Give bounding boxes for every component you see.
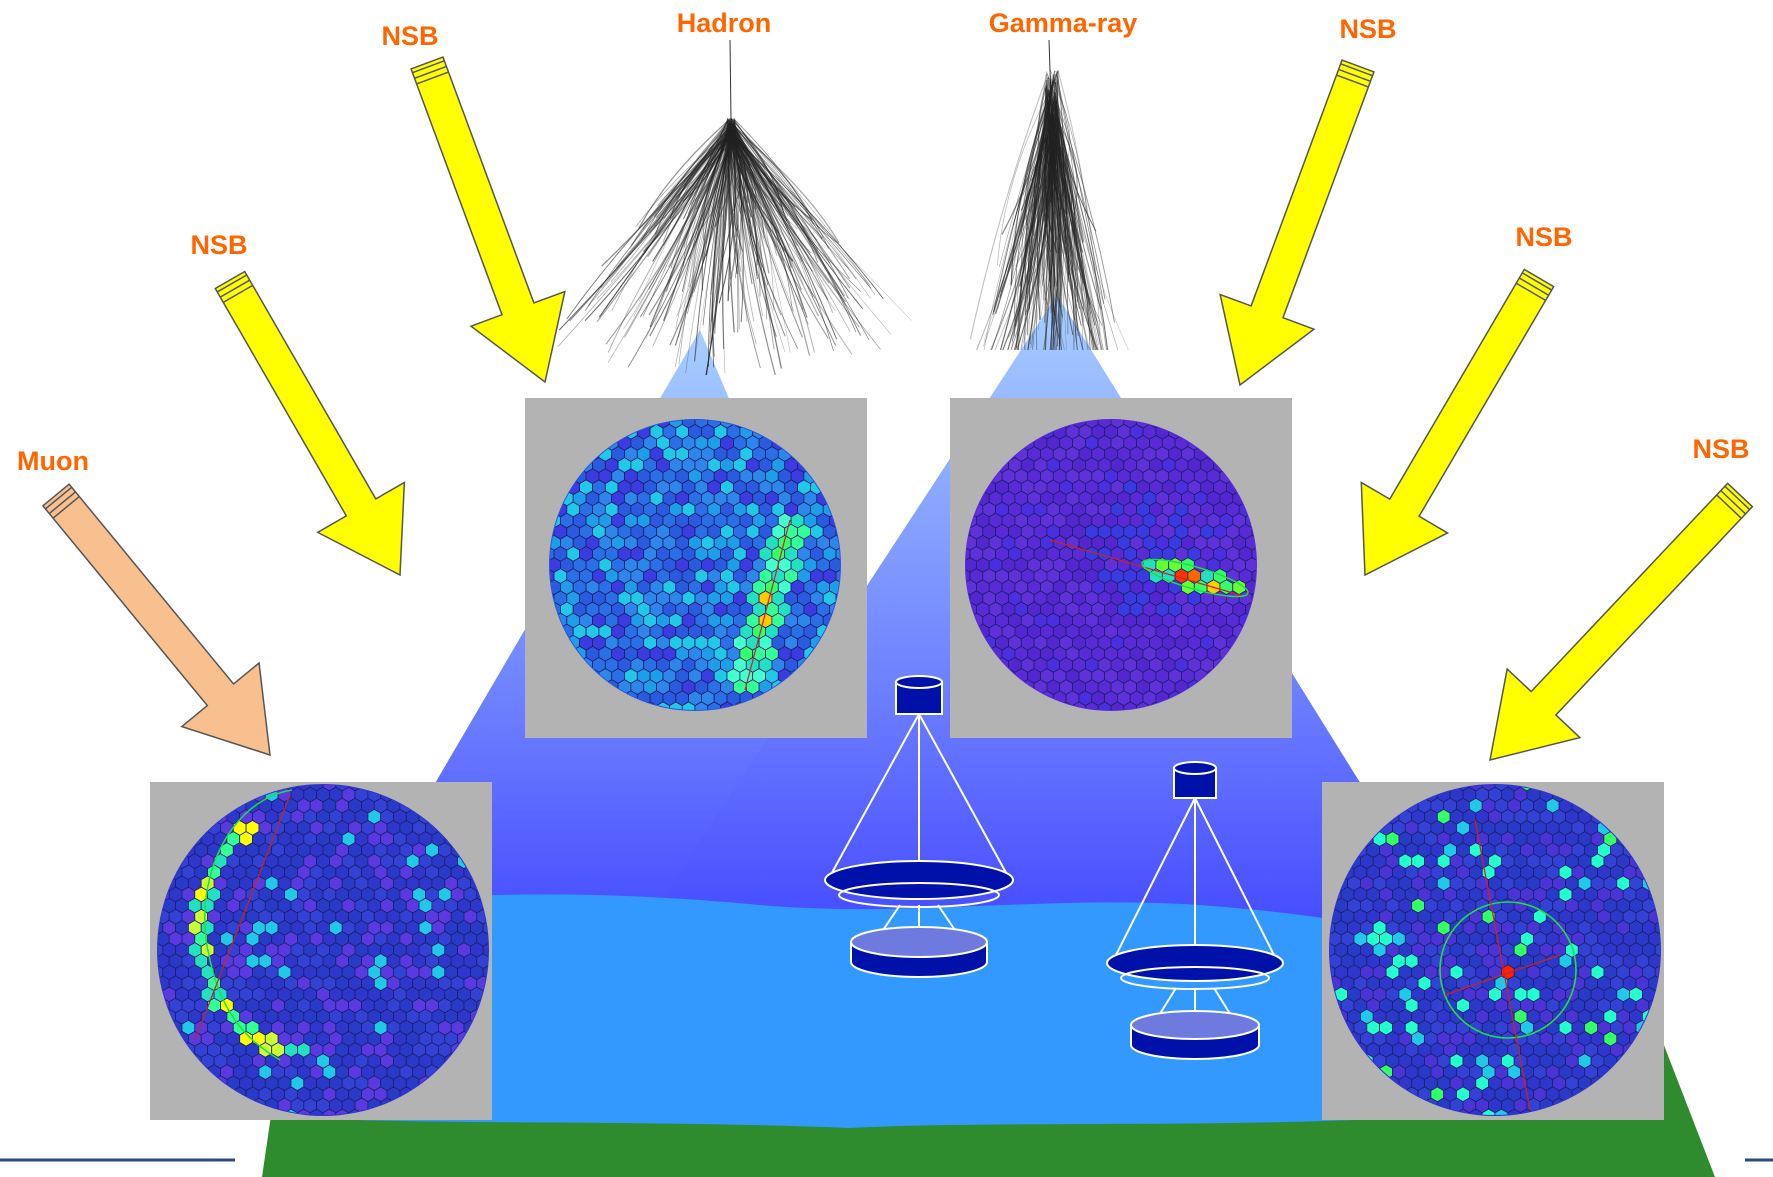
camera-image-gamma xyxy=(950,398,1292,738)
label-nsb: NSB xyxy=(1339,14,1397,44)
label-nsb: NSB xyxy=(381,21,439,51)
nsb-arrow xyxy=(1489,482,1754,762)
muon-arrow xyxy=(41,483,271,757)
label-nsb: NSB xyxy=(1515,222,1573,252)
camera-image-nsb xyxy=(1322,782,1664,1120)
nsb-arrow xyxy=(214,270,406,577)
telescope-icon xyxy=(1106,761,1284,1060)
label-muon: Muon xyxy=(17,446,89,476)
label-nsb: NSB xyxy=(1692,434,1750,464)
nsb-arrow xyxy=(1360,268,1555,577)
label-gamma-ray: Gamma-ray xyxy=(988,8,1138,38)
nsb-arrow xyxy=(410,56,566,384)
label-nsb: NSB xyxy=(190,230,248,260)
telescope-icon xyxy=(824,675,1014,978)
hadron-shower-icon xyxy=(557,39,912,376)
label-hadron: Hadron xyxy=(676,8,772,38)
camera-image-muon xyxy=(150,782,492,1120)
nsb-arrow xyxy=(1219,59,1375,387)
gamma-shower-icon xyxy=(969,39,1129,351)
camera-image-hadron xyxy=(525,398,867,738)
